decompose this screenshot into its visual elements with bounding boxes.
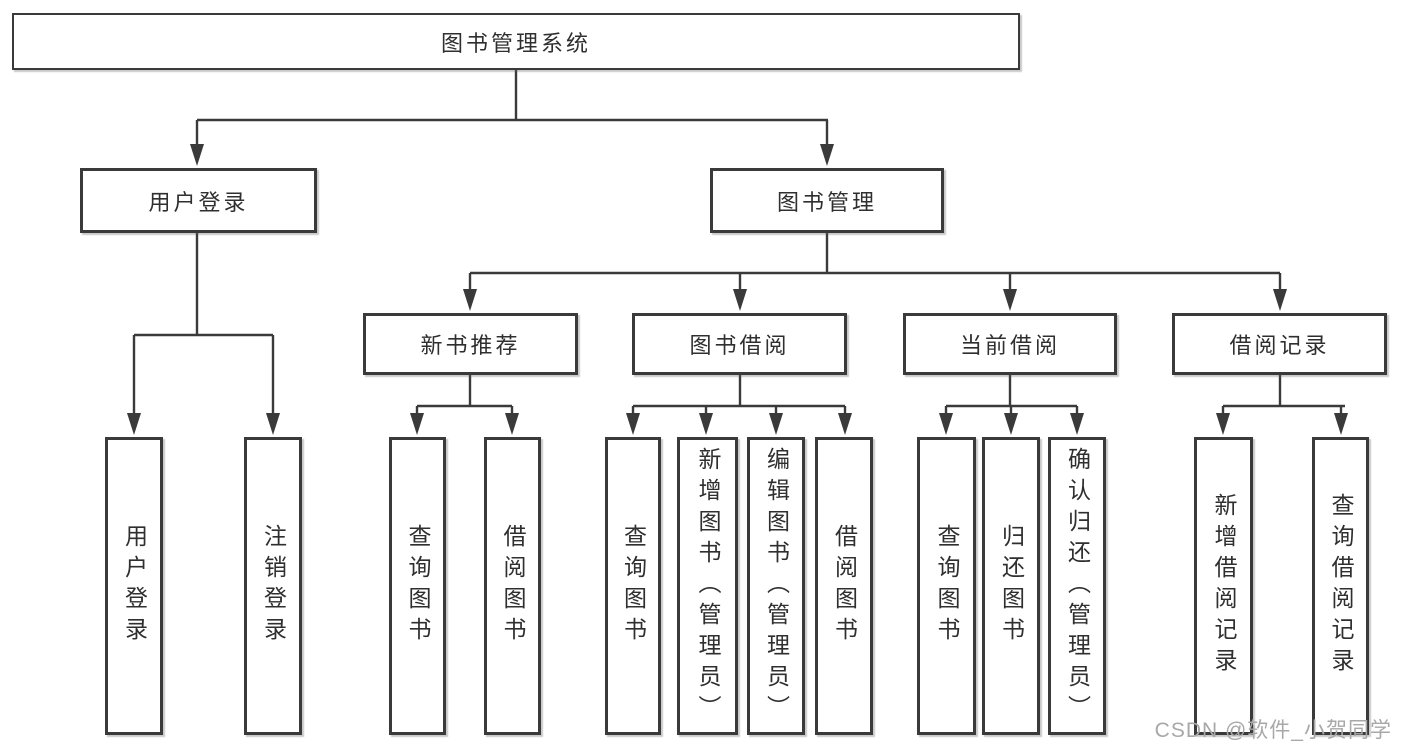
leaf-add-borrow-record: 新增借阅记录 (1194, 437, 1253, 735)
node-label: 注销登录 (260, 524, 287, 648)
arrowheads (127, 144, 1348, 435)
node-label: 查询借阅记录 (1328, 493, 1354, 679)
leaf-query-borrow-record: 查询借阅记录 (1312, 437, 1369, 735)
leaf-query-books-current: 查询图书 (917, 437, 976, 735)
node-label: 归还图书 (998, 524, 1025, 648)
node-label: 用户登录 (148, 189, 249, 215)
node-label: 借阅图书 (831, 524, 858, 648)
node-label: 借阅记录 (1229, 333, 1330, 358)
leaf-borrow-books-recommend: 借阅图书 (484, 437, 541, 735)
node-label: 新增借阅记录 (1211, 493, 1237, 679)
node-label: 新增图书（管理员） (695, 446, 721, 726)
node-label: 图书借阅 (689, 333, 790, 358)
node-book-management: 图书管理 (710, 168, 944, 233)
node-label: 图书管理系统 (440, 30, 591, 56)
leaf-return-books: 归还图书 (982, 437, 1040, 735)
node-label: 编辑图书（管理员） (763, 446, 790, 726)
leaf-logout: 注销登录 (244, 437, 302, 735)
node-label: 借阅图书 (500, 524, 526, 648)
node-label: 确认归还（管理员） (1064, 446, 1091, 726)
csdn-watermark: CSDN @软件_小贺同学 (1154, 719, 1392, 742)
node-current-borrowing: 当前借阅 (903, 313, 1117, 375)
node-label: 当前借阅 (959, 333, 1060, 358)
node-label: 用户登录 (121, 524, 148, 648)
node-book-borrowing: 图书借阅 (632, 313, 847, 375)
leaf-edit-books-admin: 编辑图书（管理员） (747, 437, 805, 735)
leaf-confirm-return-admin: 确认归还（管理员） (1048, 437, 1106, 735)
node-user-login: 用户登录 (80, 168, 317, 233)
leaf-add-books-admin: 新增图书（管理员） (677, 437, 738, 735)
leaf-query-books-recommend: 查询图书 (389, 437, 446, 735)
node-new-book-recommend: 新书推荐 (363, 313, 578, 375)
leaf-user-login: 用户登录 (105, 437, 163, 735)
node-library-management-system: 图书管理系统 (12, 13, 1020, 70)
leaf-borrow-books: 借阅图书 (815, 437, 873, 735)
node-label: 查询图书 (405, 524, 431, 648)
node-label: 新书推荐 (420, 333, 521, 358)
node-label: 查询图书 (620, 524, 647, 648)
node-label: 查询图书 (934, 524, 960, 648)
leaf-query-books-borrowing: 查询图书 (605, 437, 661, 735)
node-borrow-records: 借阅记录 (1172, 313, 1387, 375)
node-label: 图书管理 (776, 189, 877, 215)
